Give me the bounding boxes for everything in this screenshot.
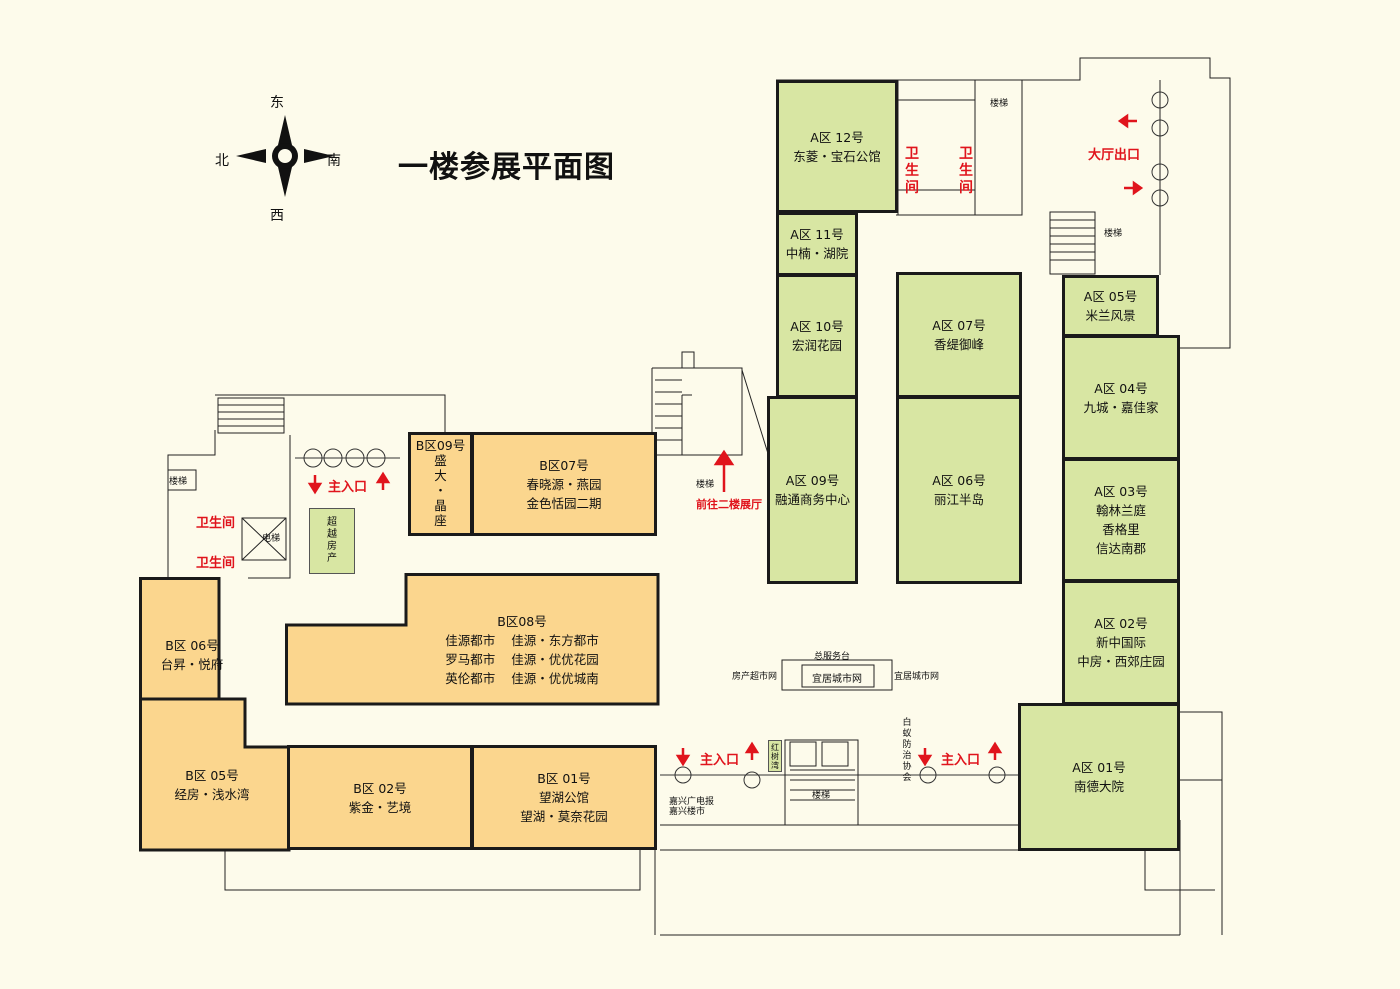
booth-code: A区 07号: [932, 318, 986, 333]
booth-code: A区 06号: [932, 473, 986, 488]
restroom-label-3: 卫生间: [196, 516, 236, 531]
booth-name: 九城・嘉佳家: [1083, 399, 1159, 415]
exit-hall-label: 大厅出口: [1088, 148, 1141, 163]
termite-label: 白蚁防治协会: [902, 718, 912, 783]
booth-a09[interactable]: A区 09号 融通商务中心: [767, 396, 858, 584]
booth-code: B区 06号: [165, 638, 219, 653]
booth-b08[interactable]: B区08号 佳源都市 佳源・东方都市 罗马都市 佳源・优优花园 英伦都市 佳源・…: [412, 605, 632, 695]
main-entrance-label-1: 主入口: [328, 480, 368, 495]
main-entrance-label-2: 主入口: [700, 753, 740, 768]
service-desk-label: 总服务台: [814, 652, 851, 662]
booth-name: 盛 大 ・ 晶 座: [434, 453, 447, 528]
booth-b08-shape: [285, 573, 660, 706]
compass-east-label: 东: [270, 95, 284, 111]
booth-b02[interactable]: B区 02号 紫金・艺境: [287, 745, 473, 850]
chaoyue-booth[interactable]: 超越房产: [309, 508, 355, 574]
jiaxing-label-1: 嘉兴广电报: [669, 797, 715, 807]
booth-name: 经房・浅水湾: [174, 787, 250, 802]
booth-a04[interactable]: A区 04号 九城・嘉佳家: [1062, 335, 1180, 460]
booth-a10[interactable]: A区 10号 宏润花园: [776, 274, 858, 398]
compass-icon: [236, 115, 334, 197]
booth-name: 中楠・湖院: [785, 246, 849, 261]
booth-name: 翰林兰庭 香格里 信达南郡: [1095, 503, 1146, 556]
booth-b01[interactable]: B区 01号 望湖公馆 望湖・莫奈花园: [471, 745, 657, 850]
booth-name: 米兰风景: [1085, 308, 1136, 323]
booth-code: B区 05号: [185, 768, 239, 783]
compass-west-label: 西: [270, 208, 284, 224]
booth-name: 香缇御峰: [933, 337, 984, 352]
booth-a02[interactable]: A区 02号 新中国际 中房・西郊庄园: [1062, 580, 1180, 705]
hongshuwan-booth[interactable]: 红树湾: [768, 740, 782, 772]
page-title: 一楼参展平面图: [398, 150, 615, 185]
booth-code: B区 02号: [353, 780, 407, 796]
booth-name: 东菱・宝石公馆: [793, 148, 881, 164]
to-second-floor-label: 前往二楼展厅: [696, 498, 762, 511]
compass-north-label: 北: [215, 153, 229, 169]
chaoyue-label: 超越房产: [327, 517, 337, 564]
elevator-label: 电梯: [262, 534, 281, 544]
booth-a03[interactable]: A区 03号 翰林兰庭 香格里 信达南郡: [1062, 458, 1180, 582]
service-left-label: 房产超市网: [732, 672, 778, 682]
booth-code: A区 04号: [1094, 380, 1148, 396]
booth-a07[interactable]: A区 07号 香缇御峰: [896, 272, 1022, 398]
booth-name: 佳源都市 佳源・东方都市 罗马都市 佳源・优优花园 英伦都市 佳源・优优城南: [445, 633, 599, 686]
booth-code: A区 09号: [785, 473, 840, 488]
booth-a11[interactable]: A区 11号 中楠・湖院: [776, 212, 858, 276]
stairs-label-2: 楼梯: [1104, 229, 1123, 239]
hongshuwan-label: 红树湾: [771, 742, 779, 770]
booth-name: 台昇・悦府: [160, 657, 224, 672]
stairs-label-5: 楼梯: [812, 791, 831, 801]
restroom-label-4: 卫生间: [196, 556, 236, 571]
jiaxing-label-2: 嘉兴楼市: [669, 807, 706, 817]
booth-name: 望湖公馆 望湖・莫奈花园: [520, 790, 608, 824]
stairs-label-4: 楼梯: [169, 477, 188, 487]
booth-code: A区 12号: [810, 129, 864, 145]
service-center-label: 宜居城市网: [812, 674, 862, 685]
compass-south-label: 南: [327, 153, 341, 169]
booth-a06[interactable]: A区 06号 丽江半岛: [896, 396, 1022, 584]
booth-code: A区 02号: [1094, 616, 1148, 631]
main-entrance-label-3: 主入口: [941, 753, 981, 768]
booth-code: B区08号: [497, 614, 547, 629]
restroom-label-1: 卫生间: [905, 146, 919, 196]
booth-code: B区09号: [415, 438, 466, 453]
booth-code: A区 03号: [1094, 484, 1148, 499]
booth-name: 春晓源・燕园 金色恬园二期: [526, 476, 602, 511]
booth-b05[interactable]: B区 05号 经房・浅水湾: [142, 745, 282, 825]
booth-a05[interactable]: A区 05号 米兰风景: [1062, 275, 1159, 337]
booth-b06-b05-shape: [139, 577, 291, 852]
booth-name: 南德大院: [1073, 779, 1124, 794]
booth-name: 新中国际 中房・西郊庄园: [1077, 635, 1165, 669]
service-right-label: 宜居城市网: [894, 672, 940, 682]
booth-code: A区 05号: [1083, 289, 1138, 304]
booth-name: 丽江半岛: [933, 492, 984, 507]
booth-b09[interactable]: B区09号 盛 大 ・ 晶 座: [408, 432, 473, 536]
booth-a12[interactable]: A区 12号 东菱・宝石公馆: [776, 80, 898, 213]
stairs-label-3: 楼梯: [696, 480, 715, 490]
booth-code: A区 10号: [790, 319, 844, 334]
booth-a01[interactable]: A区 01号 南德大院: [1018, 703, 1180, 851]
booth-code: A区 01号: [1072, 760, 1126, 775]
stairs-label-1: 楼梯: [990, 99, 1009, 109]
booth-code: A区 11号: [790, 227, 844, 242]
booth-code: B区07号: [539, 457, 589, 473]
booth-name: 紫金・艺境: [348, 799, 412, 815]
booth-name: 宏润花园: [791, 338, 842, 353]
booth-code: B区 01号: [537, 771, 591, 786]
booth-b07[interactable]: B区07号 春晓源・燕园 金色恬园二期: [471, 432, 657, 536]
arrow-icons: [307, 113, 1144, 767]
booth-b06[interactable]: B区 06号 台昇・悦府: [142, 620, 242, 690]
restroom-label-2: 卫生间: [959, 146, 973, 196]
booth-name: 融通商务中心: [774, 492, 850, 507]
